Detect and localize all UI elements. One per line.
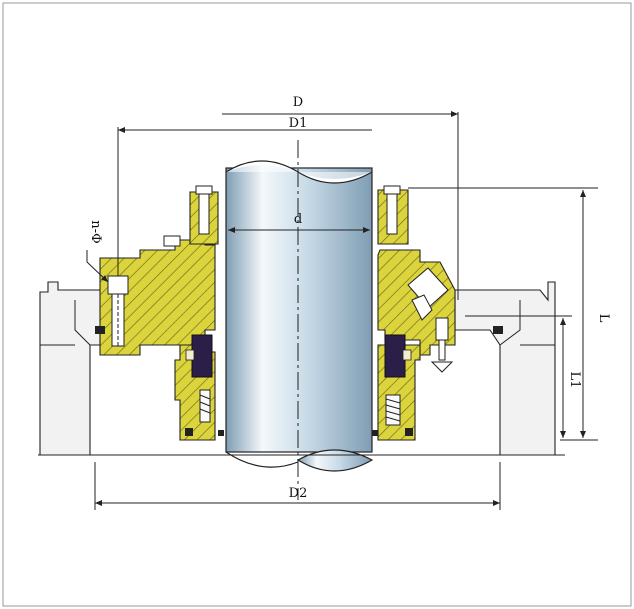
dimension-d2 [94,462,501,510]
label-D: D [293,95,303,110]
collar-bolts [163,185,401,247]
label-bolt: n-Φ [88,220,103,243]
face-insert-left [185,349,195,361]
o-rings [95,326,503,436]
bolt-right [430,317,454,373]
housing-left-detail [40,300,91,346]
label-D1: D1 [289,116,308,131]
angled-fitting-right [407,267,449,321]
label-L: L [596,314,611,323]
gland-left [99,239,216,356]
bolt-callout [86,250,109,283]
shaft [225,160,374,472]
dimension-d1 [117,127,372,276]
housing-right-detail [499,300,555,346]
dimension-L1 [465,315,572,438]
label-L1: L1 [567,372,582,389]
seal-face-right [384,334,406,378]
spring-right [385,394,401,426]
label-D2: D2 [289,486,308,501]
spring-left [199,389,211,423]
seal-face-left [191,334,213,378]
face-insert-right [402,349,412,361]
label-d: d [294,212,302,227]
housing-right [454,281,556,456]
dimension-L [408,187,598,441]
dimension-d-outer [222,111,459,300]
